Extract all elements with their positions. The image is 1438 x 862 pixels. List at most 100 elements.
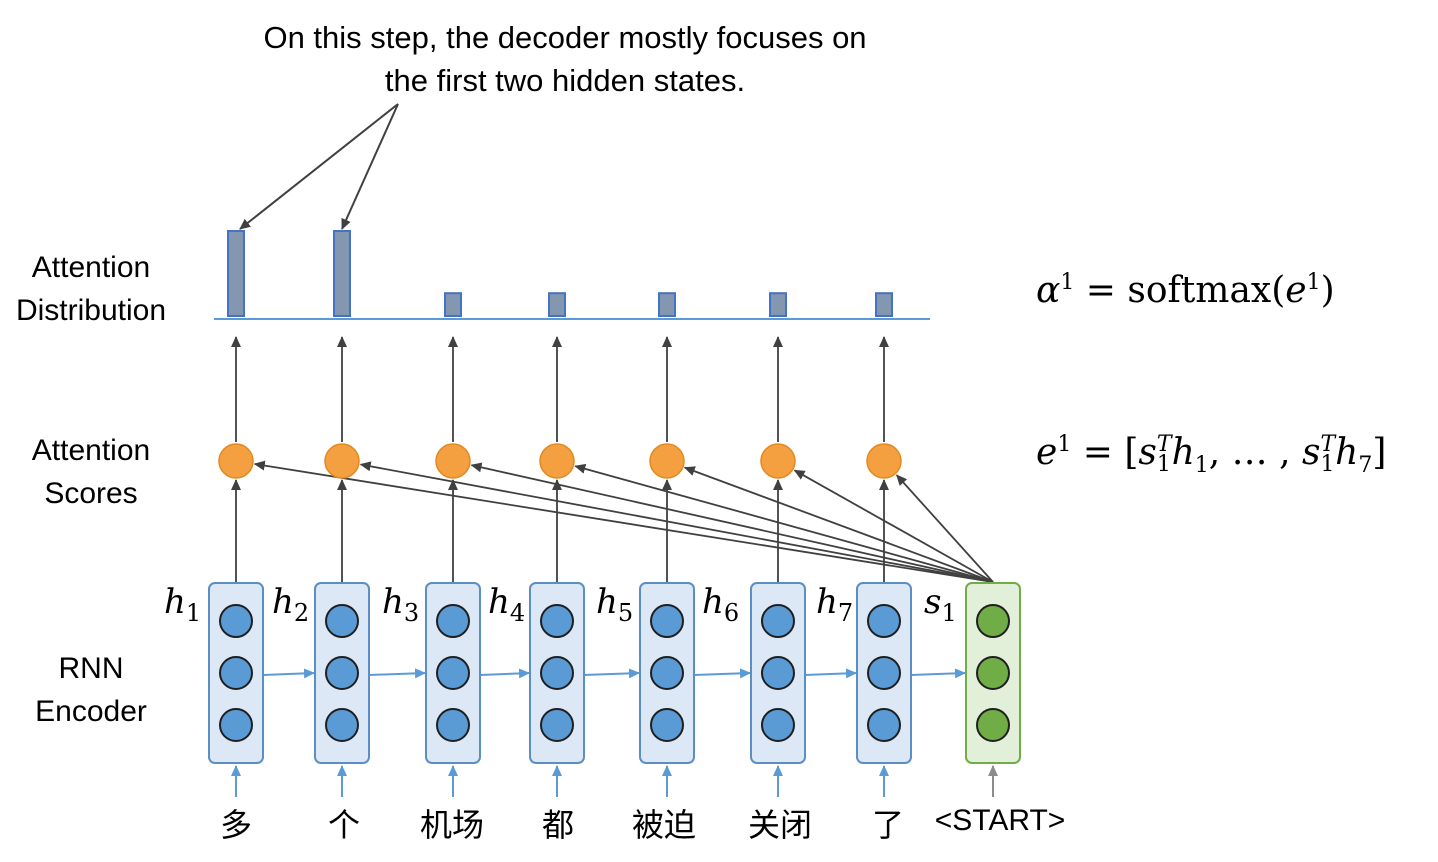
row-label-line: Scores bbox=[44, 477, 138, 510]
decoder-to-score-arrows bbox=[253, 460, 994, 583]
start-token: <START> bbox=[934, 804, 1066, 837]
row-label-line: Attention bbox=[31, 434, 151, 467]
callout-arrows bbox=[239, 103, 399, 230]
callout-arrow bbox=[341, 103, 399, 230]
recurrent-arrow bbox=[583, 668, 640, 679]
e-symbol: e bbox=[1285, 270, 1307, 311]
hidden-var: h bbox=[596, 582, 618, 622]
e-symbol: e bbox=[1036, 432, 1058, 473]
encoder-node bbox=[325, 604, 359, 638]
hidden-label-h3: h3 bbox=[382, 582, 419, 627]
attention-scores-label: Attention Scores bbox=[0, 429, 182, 515]
attention-bar bbox=[333, 230, 351, 317]
hidden-sub: 2 bbox=[293, 598, 310, 627]
encoder-node bbox=[761, 604, 795, 638]
decoder-fan-arrow bbox=[470, 462, 994, 583]
attention-bar bbox=[548, 292, 566, 318]
hidden-var: h bbox=[702, 582, 724, 622]
softmax-text: = softmax( bbox=[1074, 270, 1286, 311]
recurrent-arrow bbox=[262, 668, 315, 679]
attention-bars bbox=[227, 230, 893, 318]
score-to-distribution-arrows bbox=[231, 336, 889, 442]
rnn-recurrent-arrows bbox=[262, 668, 966, 679]
hidden-sub: 5 bbox=[617, 598, 634, 627]
encoder-node bbox=[650, 656, 684, 690]
hidden-to-score-arrows bbox=[231, 479, 889, 583]
attention-score-node bbox=[435, 443, 471, 479]
encoder-node bbox=[219, 708, 253, 742]
source-word: 个 bbox=[327, 806, 360, 844]
encoder-node bbox=[867, 604, 901, 638]
encoder-node bbox=[436, 708, 470, 742]
attention-score-nodes bbox=[218, 443, 902, 479]
hidden-sub: 1 bbox=[185, 598, 202, 627]
decoder-node bbox=[976, 604, 1010, 638]
encoder-node bbox=[650, 604, 684, 638]
encoder-node bbox=[325, 708, 359, 742]
attention-score-node bbox=[866, 443, 902, 479]
hidden-var: h bbox=[816, 582, 838, 622]
e-superscript: 1 bbox=[1306, 270, 1321, 295]
s-subscript: 1 bbox=[1320, 452, 1335, 477]
source-word: 被迫 bbox=[631, 806, 696, 844]
ellipsis: , … , bbox=[1208, 432, 1302, 473]
row-label-line: Attention bbox=[31, 251, 151, 284]
attention-distribution-label: Attention Distribution bbox=[0, 246, 182, 332]
s-symbol: s bbox=[1138, 432, 1157, 473]
encoder-node bbox=[761, 708, 795, 742]
attention-bar bbox=[658, 292, 676, 318]
hidden-sub: 3 bbox=[403, 598, 420, 627]
hidden-sub: 1 bbox=[941, 598, 957, 627]
attention-score-node bbox=[324, 443, 360, 479]
encoder-node bbox=[761, 656, 795, 690]
alpha-equation: α1 = softmax(e1) bbox=[1036, 270, 1335, 311]
hidden-var: h bbox=[164, 582, 186, 622]
h-symbol: h bbox=[1335, 432, 1359, 473]
encoder-node bbox=[540, 604, 574, 638]
alpha-superscript: 1 bbox=[1060, 270, 1075, 295]
decoder-fan-arrow bbox=[574, 463, 994, 583]
hidden-sub: 7 bbox=[837, 598, 854, 627]
decoder-node bbox=[976, 708, 1010, 742]
callout-arrow bbox=[239, 103, 399, 230]
equals-bracket: = [ bbox=[1071, 432, 1139, 473]
hidden-label-h6: h6 bbox=[702, 582, 739, 627]
row-label-line: Encoder bbox=[35, 695, 147, 728]
row-label-line: Distribution bbox=[15, 294, 167, 327]
encoder-node bbox=[867, 708, 901, 742]
encoder-node bbox=[867, 656, 901, 690]
hidden-sub: 6 bbox=[723, 598, 740, 627]
source-word: 关闭 bbox=[747, 806, 812, 844]
hidden-var: s bbox=[924, 582, 942, 622]
attention-bar bbox=[875, 292, 893, 318]
decoder-fan-arrow bbox=[683, 466, 994, 583]
callout-line-2: the first two hidden states. bbox=[384, 63, 746, 98]
hidden-var: h bbox=[488, 582, 510, 622]
decoder-fan-arrow bbox=[359, 461, 994, 583]
hidden-var: h bbox=[272, 582, 294, 622]
source-word: 机场 bbox=[419, 806, 484, 844]
hidden-label-h1: h1 bbox=[164, 582, 201, 627]
recurrent-arrow bbox=[693, 668, 751, 679]
attention-score-node bbox=[760, 443, 796, 479]
encoder-node bbox=[219, 604, 253, 638]
encoder-node bbox=[650, 708, 684, 742]
encoder-node bbox=[436, 604, 470, 638]
decoder-node bbox=[976, 656, 1010, 690]
hidden-var: h bbox=[382, 582, 404, 622]
input-arrows bbox=[231, 765, 998, 797]
hidden-label-h2: h2 bbox=[272, 582, 309, 627]
recurrent-arrow bbox=[910, 668, 966, 679]
rnn-encoder-label: RNN Encoder bbox=[0, 647, 182, 733]
encoder-node bbox=[436, 656, 470, 690]
hidden-label-h5: h5 bbox=[596, 582, 633, 627]
hidden-sub: 4 bbox=[509, 598, 526, 627]
attention-score-node bbox=[539, 443, 575, 479]
source-word: 都 bbox=[541, 806, 574, 844]
transpose-mark: T bbox=[1320, 432, 1336, 457]
h-subscript: 1 bbox=[1194, 453, 1209, 479]
